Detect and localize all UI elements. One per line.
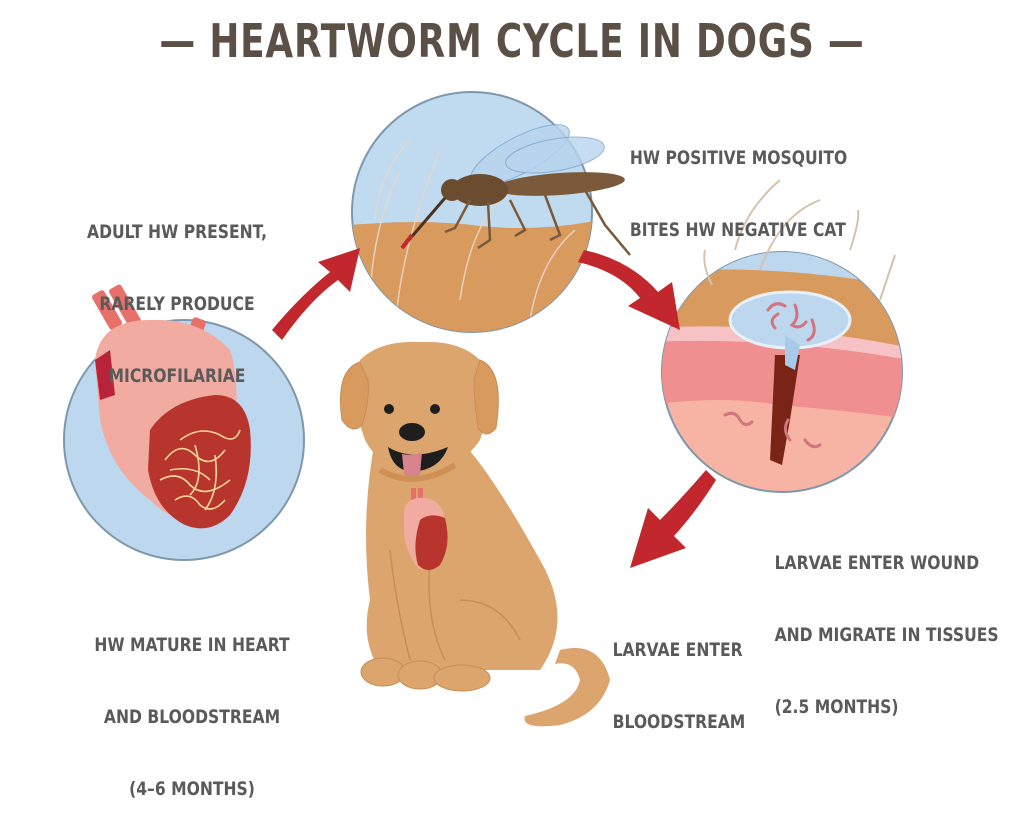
arrow-wound-to-bloodstream: [630, 470, 716, 568]
dog-icon: [339, 341, 610, 727]
step-label-larvae-bloodstream: LARVAE ENTER BLOODSTREAM: [613, 590, 746, 758]
arrow-heart-to-mosquito: [272, 248, 360, 340]
label-line: AND BLOODSTREAM: [103, 706, 281, 728]
step-label-larvae-wound: LARVAE ENTER WOUND AND MIGRATE IN TISSUE…: [775, 503, 999, 743]
step-label-adult-hw: ADULT HW PRESENT, RARELY PRODUCE MICROFI…: [83, 172, 272, 412]
label-line: (2.5 MONTHS): [774, 696, 899, 718]
cycle-illustration: [63, 91, 903, 727]
label-line: LARVAE ENTER: [612, 639, 743, 661]
label-line: HW POSITIVE MOSQUITO: [629, 147, 848, 169]
mosquito-icon: [400, 124, 631, 256]
label-line: AND MIGRATE IN TISSUES: [774, 624, 999, 646]
label-line: LARVAE ENTER WOUND: [774, 552, 980, 574]
label-line: MICROFILARIAE: [108, 365, 246, 387]
larvae-wound-circle: [661, 179, 903, 493]
arrow-mosquito-to-wound: [578, 250, 680, 330]
heart-circle: [63, 284, 305, 561]
label-line: HW MATURE IN HEART: [94, 634, 290, 656]
step-label-hw-mature: HW MATURE IN HEART AND BLOODSTREAM (4–6 …: [85, 585, 298, 825]
label-line: RARELY PRODUCE: [99, 293, 255, 315]
cycle-arrows: [272, 248, 716, 568]
label-line: BLOODSTREAM: [612, 711, 746, 733]
heart-icon: [92, 284, 251, 529]
label-line: (4–6 MONTHS): [129, 778, 255, 800]
diagram-title: — HEARTWORM CYCLE IN DOGS —: [159, 14, 865, 68]
label-line: BITES HW NEGATIVE CAT: [629, 219, 846, 241]
mosquito-bite-circle: [351, 91, 631, 333]
step-label-mosquito-bite: HW POSITIVE MOSQUITO BITES HW NEGATIVE C…: [630, 98, 847, 266]
dog-heart-icon: [404, 488, 448, 570]
label-line: ADULT HW PRESENT,: [87, 221, 267, 243]
